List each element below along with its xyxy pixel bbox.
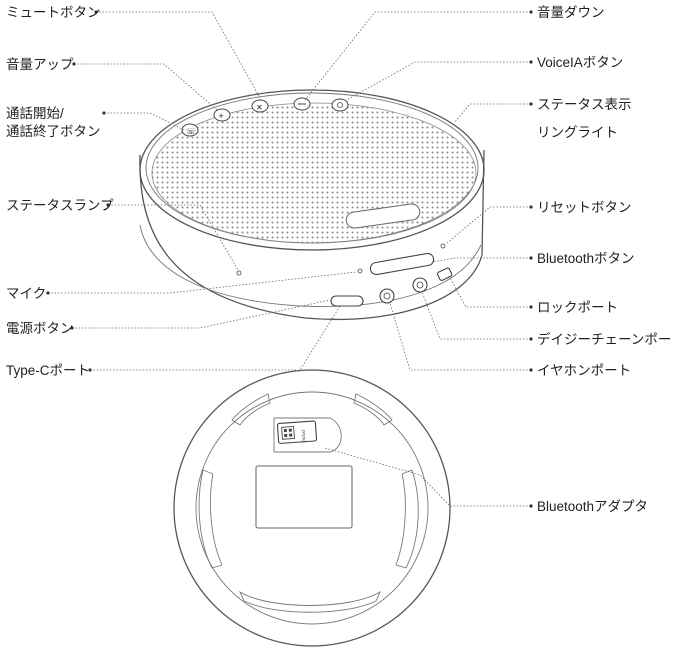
volume-down-button[interactable] (293, 97, 311, 111)
bottom-slot-bottom (239, 590, 381, 613)
bottom-slot-top-left (231, 393, 271, 426)
mic-mute-icon: ✕ (256, 103, 263, 112)
label-lock-port: ロックポート (537, 300, 618, 315)
label-type-c-port: Type-Cポート (6, 363, 90, 378)
bluetooth-button-shape[interactable] (369, 252, 435, 276)
label-power-button: 電源ボタン (6, 321, 74, 336)
voiceia-icon (337, 102, 343, 108)
speaker-bottom-view: OTOIO (173, 369, 451, 647)
call-button[interactable]: ☏ (181, 123, 199, 137)
earphone-jack-inner (383, 292, 391, 300)
label-mute-button: ミュートボタン (6, 5, 101, 20)
speaker-grill (151, 102, 477, 244)
logo-plate (345, 203, 421, 229)
label-call-button-2: 通話終了ボタン (6, 123, 101, 139)
power-button-shape[interactable] (330, 295, 364, 307)
volume-up-button[interactable]: + (213, 108, 231, 122)
speaker-top-view: ☏ + ✕ (139, 89, 485, 321)
bottom-slot-top-right (353, 393, 393, 426)
bottom-slot-left (198, 469, 223, 569)
speaker-lower-band (139, 224, 482, 307)
label-voiceia-button: VoiceIAボタン (537, 55, 623, 70)
bottom-label-plate (255, 465, 353, 529)
bottom-inner-ring (195, 391, 429, 625)
label-volume-up: 音量アップ (6, 56, 74, 72)
daisy-chain-jack-inner (416, 281, 424, 289)
adapter-logo-text: OTOIO (301, 430, 307, 443)
label-daisy-chain-port: デイジーチェーンポート (537, 331, 674, 347)
label-status-ring-2: リングライト (537, 125, 618, 140)
bottom-outer-ring (173, 369, 451, 647)
reset-hole (440, 243, 446, 249)
callout-lines (46, 10, 533, 508)
daisy-chain-jack[interactable] (412, 277, 428, 293)
bottom-slot-right (395, 469, 419, 569)
speaker-side-shell (139, 149, 485, 321)
earphone-jack[interactable] (379, 288, 395, 304)
bluetooth-adapter[interactable]: OTOIO (276, 420, 318, 444)
voiceia-button[interactable] (331, 98, 349, 112)
label-bluetooth-adapter: Bluetoothアダプタ (537, 499, 648, 514)
lock-port-shape[interactable] (436, 267, 453, 281)
label-earphone-port: イヤホンポート (537, 363, 631, 378)
status-lamp-dot (236, 270, 242, 276)
callout-labels: ミュートボタン 音量アップ 通話開始/ 通話終了ボタン ステータスランプ マイク… (6, 4, 674, 514)
adapter-bay (273, 417, 342, 453)
label-status-ring-1: ステータス表示 (537, 97, 632, 112)
label-reset-button: リセットボタン (537, 200, 632, 215)
mute-button[interactable]: ✕ (251, 99, 269, 113)
plus-icon: + (219, 111, 224, 121)
label-volume-down: 音量ダウン (537, 4, 605, 20)
label-bluetooth-button: Bluetoothボタン (537, 251, 635, 266)
label-call-button-1: 通話開始/ (6, 105, 64, 121)
label-mic: マイク (6, 286, 46, 301)
mic-hole (357, 268, 363, 274)
label-status-lamp: ステータスランプ (6, 198, 114, 213)
speaker-top-face (139, 89, 485, 251)
phone-icon: ☏ (186, 127, 196, 136)
